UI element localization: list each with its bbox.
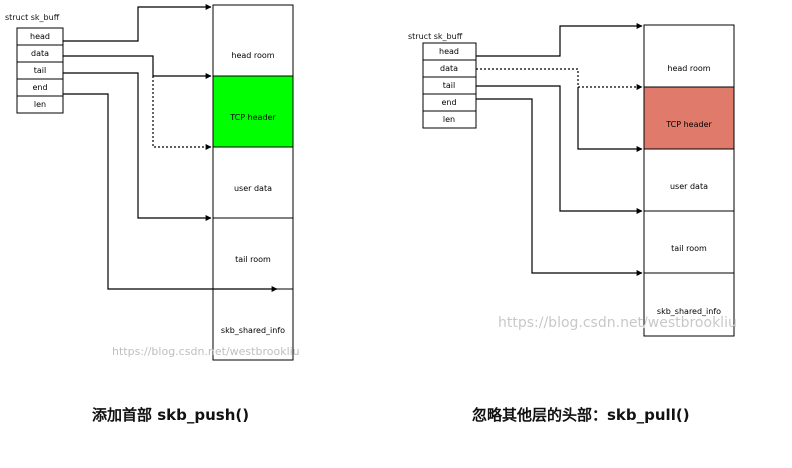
right-pointer-tail — [476, 85, 643, 214]
left-pointer-data-new — [152, 76, 212, 150]
left-field-box-len — [16, 95, 64, 114]
right-pointer-data-new — [577, 87, 643, 152]
right-region-tcp-header — [643, 86, 735, 150]
left-field-label-end: end — [32, 83, 47, 92]
left-pointer-end — [63, 93, 278, 292]
right-field-label-tail: tail — [443, 81, 455, 90]
left-pointer-data-old — [63, 55, 212, 79]
right-pointer-data-old — [476, 68, 643, 90]
left-pointer-head — [63, 4, 212, 42]
right-field-label-len: len — [443, 115, 455, 124]
right-field-label-head: head — [439, 47, 459, 56]
right-region-label-user-data: user data — [670, 182, 708, 191]
right-region-tail-room — [643, 210, 735, 274]
right-watermark: https://blog.csdn.net/westbrookliu — [498, 315, 737, 331]
left-pointer-tail — [63, 72, 212, 221]
left-field-label-tail: tail — [34, 66, 46, 75]
left-diagram: struct sk_buff head data tail end len he… — [5, 4, 300, 361]
right-struct-title: struct sk_buff — [408, 32, 463, 41]
right-field-label-end: end — [441, 98, 456, 107]
right-struct-fields: head data tail end len — [422, 42, 477, 129]
right-field-box-len — [422, 110, 477, 129]
left-struct-title: struct sk_buff — [5, 13, 60, 22]
right-region-user-data — [643, 148, 735, 212]
left-region-label-shared-info: skb_shared_info — [221, 326, 285, 335]
right-region-label-tcp-header: TCP header — [665, 120, 712, 129]
left-region-label-head-room: head room — [231, 51, 274, 60]
left-field-label-len: len — [34, 100, 46, 109]
right-diagram: struct sk_buff head data tail end len he… — [408, 23, 737, 337]
left-region-label-tcp-header: TCP header — [229, 113, 276, 122]
left-region-head-room — [212, 4, 294, 77]
right-pointer-end — [476, 98, 643, 276]
right-caption: 忽略其他层的头部：skb_pull() — [472, 406, 690, 424]
right-region-shared-info — [643, 272, 735, 337]
left-caption: 添加首部 skb_push() — [92, 406, 250, 424]
left-region-label-tail-room: tail room — [235, 255, 271, 264]
right-pointer-head — [476, 23, 643, 57]
right-buffer: head room TCP header user data tail room… — [643, 24, 735, 337]
left-region-tail-room — [212, 217, 294, 290]
right-region-label-shared-info: skb_shared_info — [657, 307, 721, 316]
left-field-label-head: head — [30, 32, 50, 41]
left-buffer: head room TCP header user data tail room… — [212, 4, 294, 361]
left-pointers — [63, 4, 278, 292]
left-region-user-data — [212, 146, 294, 219]
right-field-label-data: data — [440, 64, 458, 73]
left-region-shared-info — [212, 288, 294, 361]
left-watermark: https://blog.csdn.net/westbrookliu — [112, 345, 300, 358]
right-pointers — [476, 23, 643, 276]
right-region-head-room — [643, 24, 735, 88]
left-struct-fields: head data tail end len — [16, 27, 64, 114]
left-region-label-user-data: user data — [234, 184, 272, 193]
right-region-label-head-room: head room — [667, 64, 710, 73]
left-region-tcp-header — [212, 75, 294, 148]
right-region-label-tail-room: tail room — [671, 244, 707, 253]
left-field-label-data: data — [31, 49, 49, 58]
